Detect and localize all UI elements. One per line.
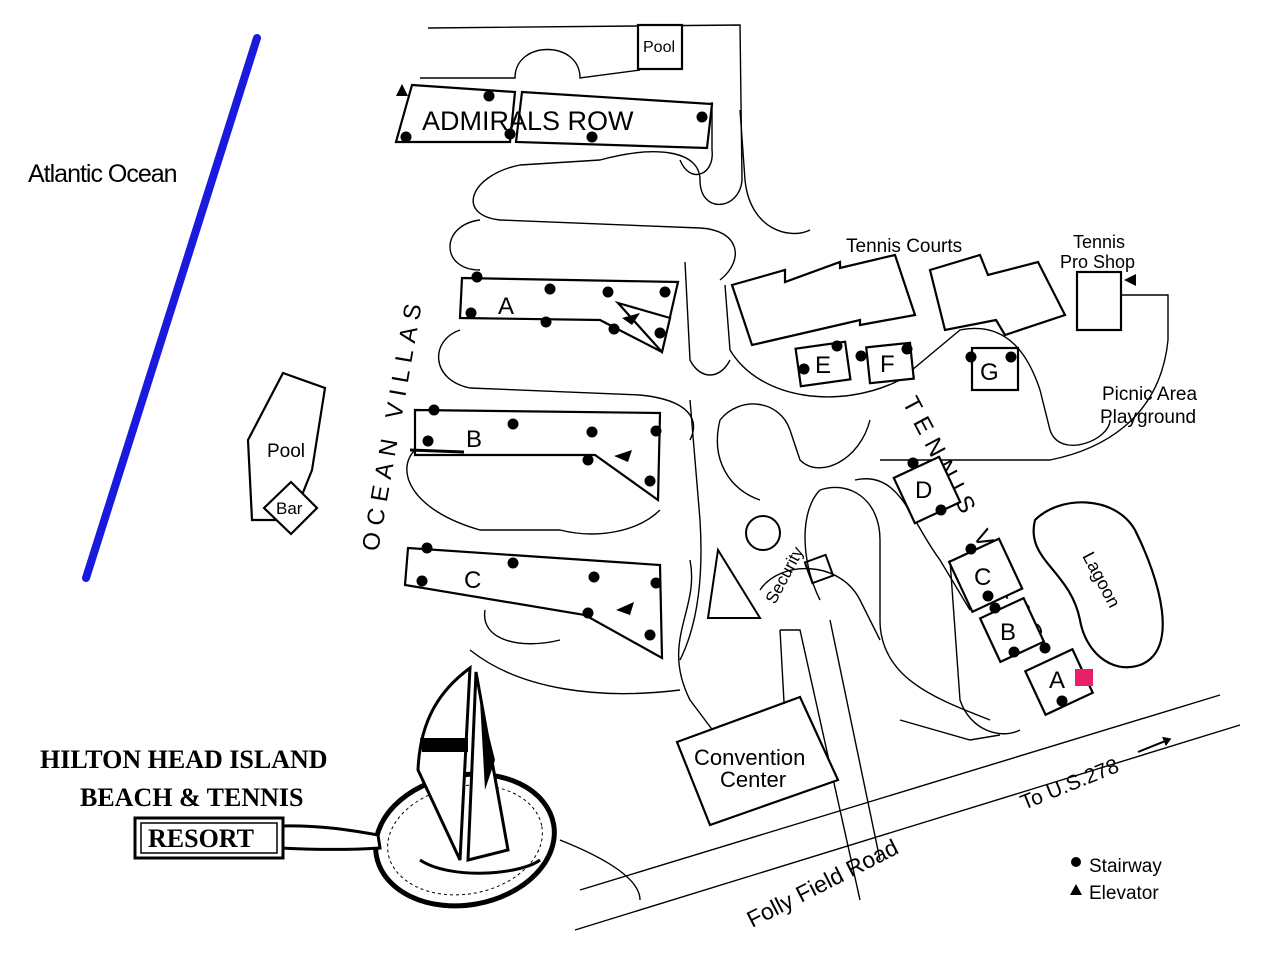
tennis-pro-shop: Tennis Pro Shop [1060, 232, 1136, 332]
lagoon: Lagoon [1032, 501, 1164, 669]
pool-left: Pool Bar [246, 371, 327, 536]
building-g: G [965, 346, 1020, 392]
svg-text:Center: Center [720, 767, 786, 792]
svg-text:Bar: Bar [276, 499, 303, 518]
shoreline [82, 34, 261, 582]
stairway-dot-icon [1071, 857, 1081, 867]
picnic-label-2: Playground [1100, 407, 1196, 428]
logo-line1: HILTON HEAD ISLAND [40, 745, 328, 774]
to-us-arrow [1137, 736, 1172, 753]
legend-stairway: Stairway [1089, 856, 1162, 877]
tennis-villa-a: A [1023, 647, 1095, 717]
svg-text:Pool: Pool [267, 441, 305, 462]
ocean-villa-b: B [409, 404, 662, 503]
pool-top: Pool [636, 23, 684, 71]
tennis-villa-b: B [978, 596, 1051, 664]
building-f: F [855, 341, 915, 385]
building-d: D [892, 455, 962, 525]
security: Security [706, 515, 835, 619]
building-e: E [794, 340, 852, 388]
tennis-courts: Tennis Courts [730, 236, 1067, 347]
ocean-villa-c: C [403, 542, 664, 660]
svg-text:G: G [980, 359, 999, 386]
svg-text:Tennis Courts: Tennis Courts [846, 236, 962, 257]
svg-text:B: B [466, 426, 482, 453]
svg-text:A: A [498, 293, 514, 320]
svg-text:F: F [880, 351, 895, 378]
svg-text:C: C [974, 564, 991, 591]
svg-text:D: D [915, 477, 932, 504]
svg-text:Convention: Convention [694, 745, 805, 770]
svg-text:Pro Shop: Pro Shop [1060, 252, 1135, 272]
svg-text:C: C [464, 567, 481, 594]
svg-text:B: B [1000, 619, 1016, 646]
admirals-row-label: ADMIRALS ROW [422, 106, 634, 136]
svg-text:Pool: Pool [643, 39, 675, 56]
legend-elevator: Elevator [1089, 883, 1159, 904]
resort-logo: HILTON HEAD ISLAND BEACH & TENNIS RESORT [40, 664, 557, 909]
ocean-villa-a: A [458, 271, 680, 355]
location-marker [1075, 669, 1093, 686]
tennis-villa-c: C [947, 537, 1024, 614]
admirals-row: ADMIRALS ROW [394, 83, 714, 150]
folly-field-road-label: Folly Field Road [742, 834, 902, 933]
map-legend: Stairway Elevator [1070, 856, 1162, 904]
svg-text:Tennis: Tennis [1073, 232, 1125, 252]
svg-text:Security: Security [762, 543, 808, 607]
svg-text:E: E [815, 352, 831, 379]
atlantic-ocean-label: Atlantic Ocean [28, 160, 177, 188]
logo-line3: RESORT [148, 824, 254, 853]
elevator-triangle-icon [1070, 884, 1082, 895]
convention-center: Convention Center [675, 695, 840, 827]
svg-text:A: A [1049, 667, 1065, 694]
to-us-278-label: To U.S.278 [1017, 754, 1122, 814]
logo-line2: BEACH & TENNIS [80, 783, 303, 812]
picnic-label-1: Picnic Area [1102, 384, 1197, 405]
